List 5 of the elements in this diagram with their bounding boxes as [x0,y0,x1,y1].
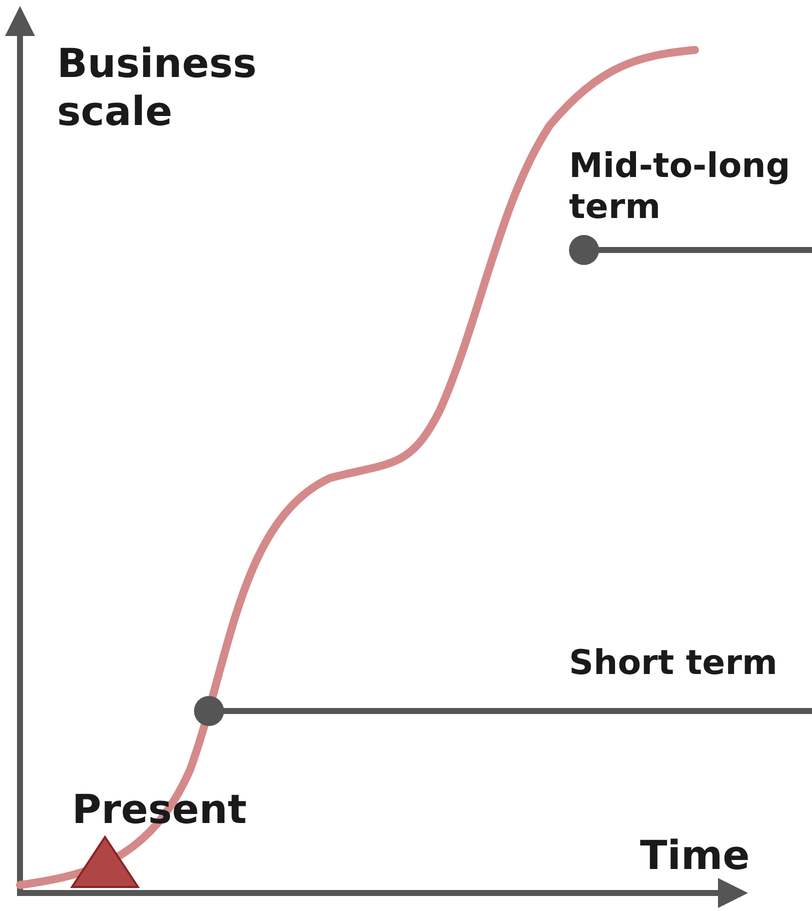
axis-label: Business scale [57,40,258,136]
timeline-label: Short term [569,643,778,684]
axis-label: Time [640,832,750,880]
timeline-label: Mid-to-long term [569,146,792,228]
marker-label: Present [72,786,247,834]
